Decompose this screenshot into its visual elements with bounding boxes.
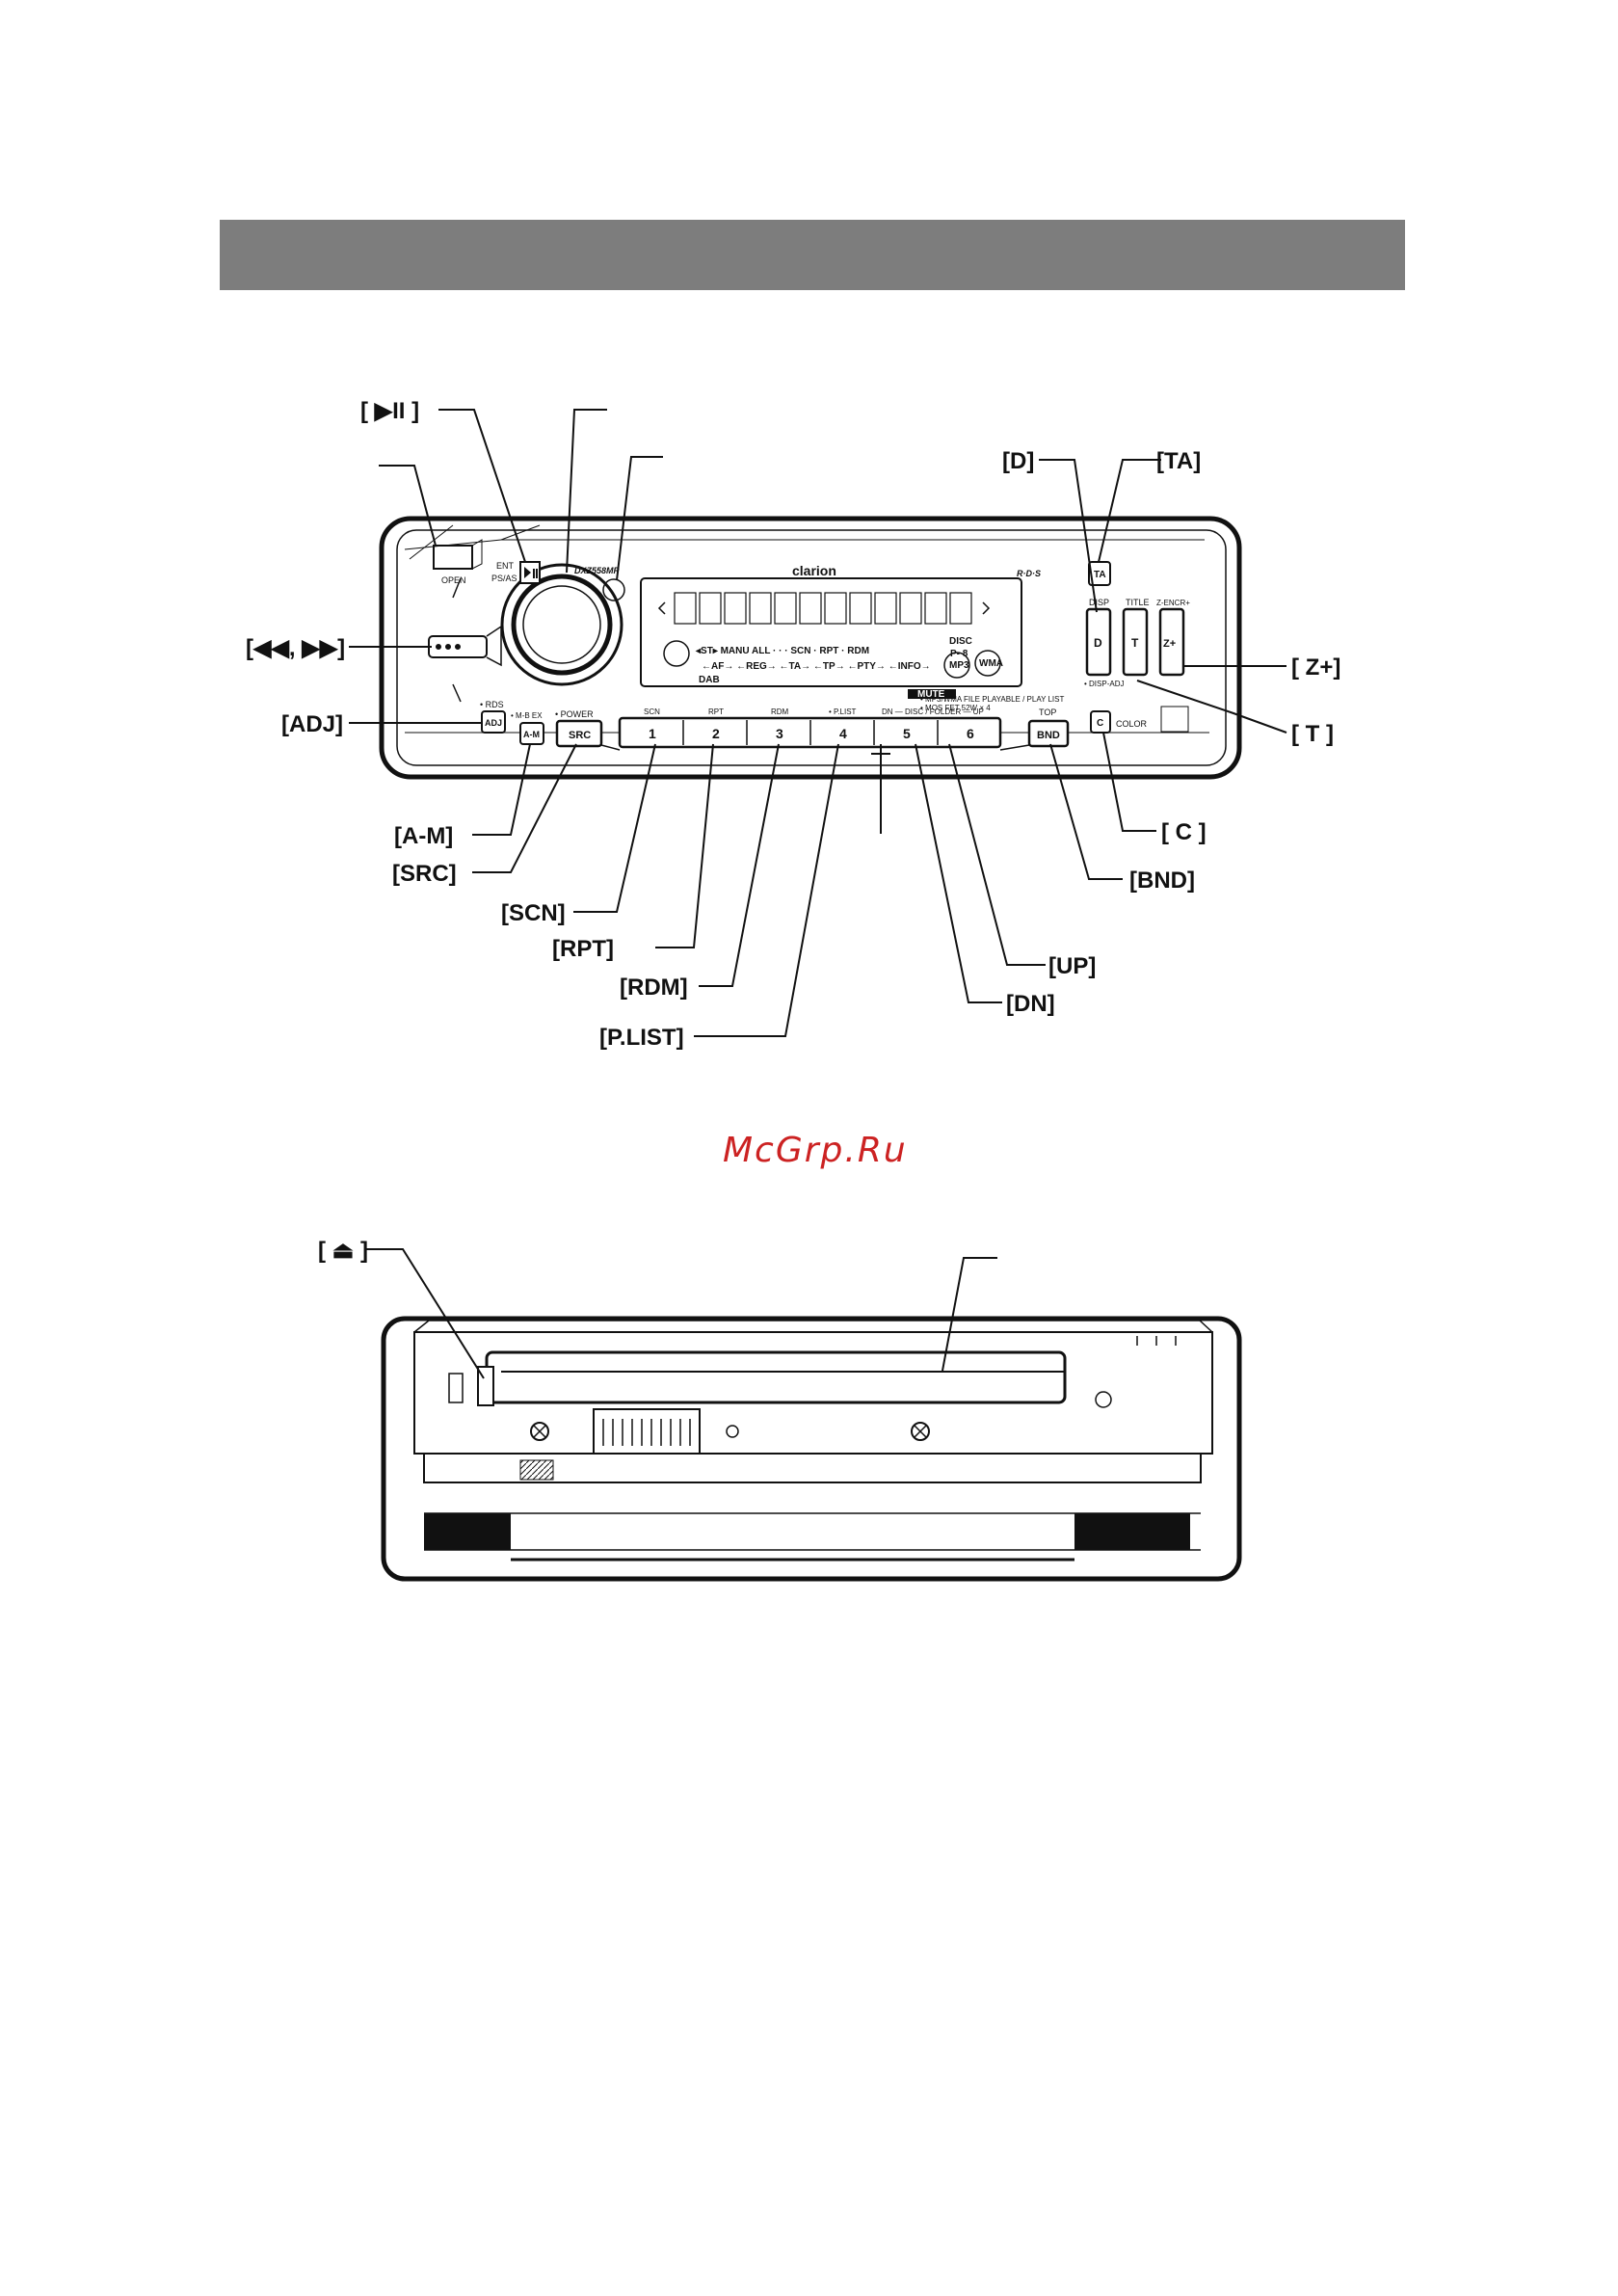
compact-disc-logo — [1160, 706, 1189, 733]
label-mosfet-note: • MOS FET 52W × 4 — [920, 704, 991, 712]
label-rdm: RDM — [771, 707, 789, 716]
brand-logo: clarion — [792, 563, 836, 578]
callout-ta: [TA] — [1156, 448, 1201, 474]
label-color: COLOR — [1116, 719, 1148, 729]
watermark: McGrp.Ru — [723, 1131, 908, 1170]
front-panel-labels: OPEN ENT PS/AS • RDS • M-B EX • POWER SC… — [441, 561, 1190, 729]
preset-2-label: 2 — [712, 726, 720, 741]
lcd-wma-icon — [974, 650, 1001, 677]
ta-button-label: TA — [1094, 570, 1106, 580]
lcd-disc-label: DISC — [949, 636, 972, 647]
t-button[interactable] — [1122, 607, 1149, 677]
label-open: OPEN — [441, 575, 466, 585]
label-ps-as: PS/AS — [491, 574, 517, 583]
callout-dn: [DN] — [1006, 991, 1055, 1017]
preset-3-label: 3 — [776, 726, 783, 741]
d-button[interactable] — [1085, 607, 1112, 677]
callout-scn: [SCN] — [501, 900, 566, 926]
inner-leader-lines — [366, 1248, 997, 1379]
callout-eject: [ ⏏ ] — [318, 1238, 368, 1264]
t-button-label: T — [1131, 636, 1139, 650]
label-mp3-note: • MP3/WMA FILE PLAYABLE / PLAY LIST — [920, 695, 1064, 704]
lcd-mute-badge — [908, 689, 956, 699]
preset-6-label: 6 — [967, 726, 974, 741]
seek-lever[interactable] — [428, 577, 502, 703]
callout-up: [UP] — [1048, 953, 1096, 979]
lcd-dab: DAB — [699, 675, 720, 685]
src-button[interactable] — [555, 719, 603, 748]
preset-button-strip — [555, 716, 1070, 751]
am-button[interactable] — [519, 722, 544, 745]
front-button-labels: ADJ A-M SRC BND TA D T Z+ C 1 2 3 4 5 6 — [485, 570, 1176, 741]
callout-rdm: [RDM] — [620, 974, 688, 1001]
preset-1-label: 1 — [649, 726, 656, 741]
open-button[interactable] — [433, 545, 473, 570]
label-rds: • RDS — [480, 700, 504, 709]
callout-rpt: [RPT] — [552, 936, 614, 962]
lcd-indicators: ◂ST▸ MANU ALL · · · SCN · RPT · RDM DISC… — [695, 636, 1003, 700]
label-disp: DISP — [1089, 598, 1109, 607]
callout-plist: [P.LIST] — [599, 1025, 684, 1051]
ir-sensor — [602, 578, 625, 601]
callout-src: [SRC] — [392, 861, 457, 887]
lcd-character-cells — [657, 592, 991, 625]
label-title: TITLE — [1126, 598, 1150, 607]
label-plist: • P.LIST — [829, 707, 857, 716]
lcd-wma: WMA — [979, 658, 1003, 669]
callout-zplus: [ Z+] — [1291, 654, 1340, 681]
label-ent: ENT — [496, 561, 515, 571]
src-button-label: SRC — [569, 730, 591, 741]
lcd-mute: MUTE — [917, 689, 945, 700]
lcd-row2: ←AF→ ←REG→ ←TA→ ←TP→ ←PTY→ ←INFO→ — [702, 661, 931, 672]
preset-5-label: 5 — [903, 726, 911, 741]
lcd-mp3-icon — [943, 652, 970, 679]
d-button-label: D — [1094, 636, 1102, 650]
label-power: • POWER — [555, 709, 594, 719]
front-panel — [379, 516, 1242, 780]
lcd-window — [640, 577, 1022, 687]
section-header-bar — [220, 220, 1405, 290]
disc-slot — [485, 1350, 1067, 1404]
connector — [593, 1408, 701, 1455]
label-disc-folder: DN — DISC / FOLDER — UP — [882, 707, 984, 716]
lcd-disc-icon — [663, 640, 690, 667]
callout-t: [ T ] — [1291, 721, 1334, 747]
bnd-button-label: BND — [1037, 730, 1060, 741]
label-disp-adj: • DISP-ADJ — [1084, 680, 1124, 688]
inner-panel — [381, 1316, 1242, 1582]
label-m-b-ex: • M-B EX — [511, 711, 543, 720]
callout-c: [ C ] — [1161, 819, 1207, 845]
front-leader-lines — [349, 409, 1287, 1037]
model-name: DXZ558MP — [574, 566, 621, 575]
front-callouts: [ ▶II ] [◀◀, ▶▶] [ADJ] [A-M] [SRC] [SCN]… — [246, 398, 1340, 1051]
adj-button-label: ADJ — [485, 718, 502, 728]
label-scn: SCN — [644, 707, 660, 716]
label-z-enhancer: Z-ENCR+ — [1156, 599, 1190, 607]
rds-logo: R·D·S — [1017, 569, 1041, 578]
callout-adj: [ADJ] — [281, 711, 343, 737]
callout-play-pause: [ ▶II ] — [360, 398, 419, 424]
zplus-button[interactable] — [1158, 607, 1185, 677]
preset-4-label: 4 — [839, 726, 847, 741]
label-rpt: RPT — [708, 707, 724, 716]
zplus-button-label: Z+ — [1163, 638, 1176, 650]
c-button[interactable] — [1090, 710, 1111, 734]
callout-d: [D] — [1002, 448, 1034, 474]
lcd-mp3: MP3 — [949, 660, 969, 671]
label-top: TOP — [1039, 707, 1056, 717]
callout-bnd: [BND] — [1129, 868, 1195, 894]
rotary-volume-knob[interactable] — [500, 563, 623, 686]
bnd-button[interactable] — [1027, 719, 1070, 748]
callout-seek: [◀◀, ▶▶] — [246, 635, 345, 661]
lcd-row1: ◂ST▸ MANU ALL · · · SCN · RPT · RDM — [695, 646, 869, 656]
c-button-label: C — [1097, 718, 1103, 729]
callout-am: [A-M] — [394, 823, 453, 849]
am-button-label: A-M — [523, 730, 540, 739]
lcd-disc-number: P- 8 — [950, 649, 968, 659]
